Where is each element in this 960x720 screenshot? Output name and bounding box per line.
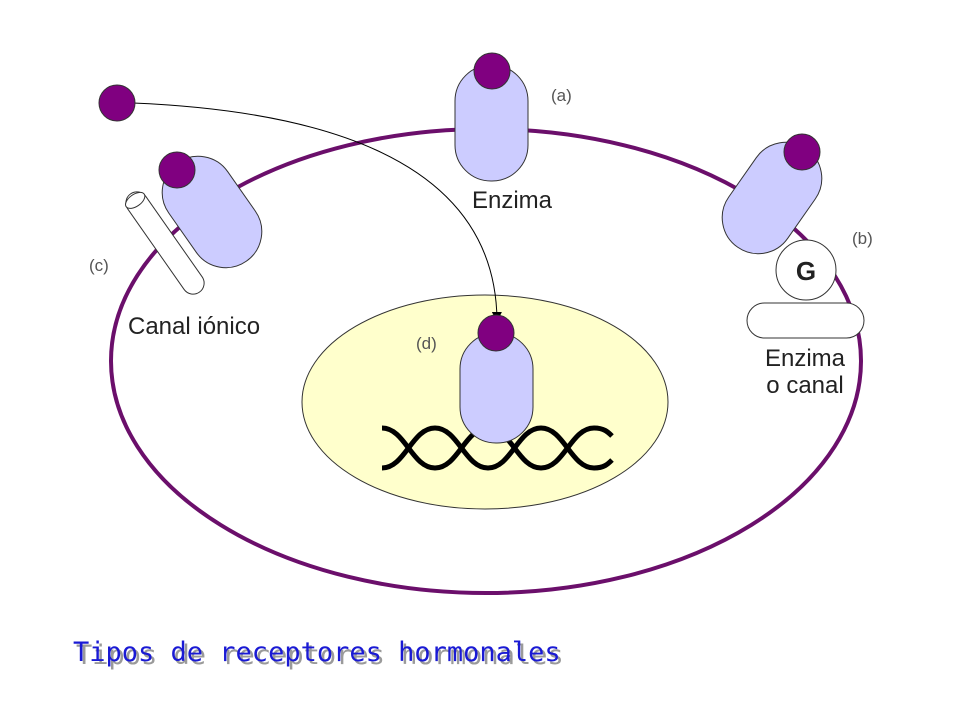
label-canal-ionico: Canal iónico <box>128 313 260 340</box>
label-enzima-o-canal-1: Enzima <box>765 345 846 372</box>
label-enzima-o-canal-2: o canal <box>766 372 843 399</box>
receptor-ion-channel-c <box>158 151 263 269</box>
label-c: (c) <box>89 256 109 275</box>
g-protein <box>775 239 837 301</box>
receptor-nuclear-d <box>459 314 534 444</box>
caption-shadow: Tipos de receptores hormonales <box>76 640 564 671</box>
g-protein-label: G <box>796 256 816 286</box>
receptor-enzyme-a <box>454 52 529 182</box>
free-hormone <box>98 84 136 122</box>
label-a: (a) <box>551 86 572 105</box>
caption: Tipos de receptores hormonales <box>73 637 561 668</box>
receptor-gpcr-b <box>721 133 823 255</box>
label-enzima: Enzima <box>472 187 553 214</box>
label-d: (d) <box>416 334 437 353</box>
hormone-path-arrow <box>132 102 502 322</box>
dna-helix <box>381 425 614 471</box>
ion-channel-tube <box>125 191 205 295</box>
label-b: (b) <box>852 229 873 248</box>
effector-enzyme-or-channel <box>746 302 865 339</box>
